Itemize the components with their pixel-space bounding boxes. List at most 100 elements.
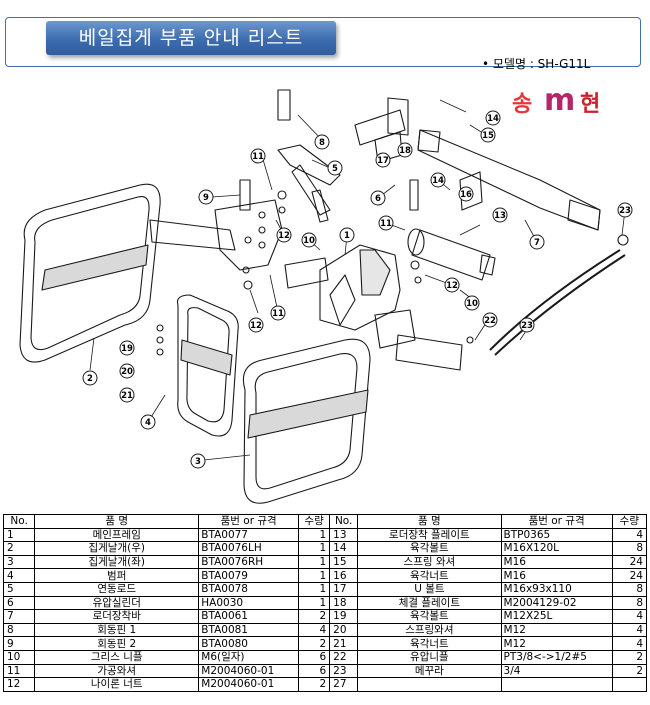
column-header: 품 명: [357, 514, 502, 529]
callout-11c: 11: [378, 215, 394, 231]
svg-text:12: 12: [278, 231, 290, 241]
part-no-cell: 6: [2, 595, 36, 611]
part-name-cell: 회동핀 1: [34, 622, 200, 638]
part-code-cell: BTA0077: [198, 527, 299, 543]
part-no-cell: 14: [329, 541, 359, 556]
logo-char-2: m: [544, 83, 576, 118]
svg-text:7: 7: [534, 238, 540, 248]
part-qty-cell: 1: [297, 595, 331, 611]
svg-text:9: 9: [203, 193, 209, 203]
part-code-cell: PT3/8<->1/2#5: [500, 649, 613, 665]
part-qty-cell: 4: [611, 636, 648, 651]
part-code-cell: BTA0079: [198, 568, 299, 583]
part-code-cell: M2004129-02: [500, 595, 613, 611]
svg-text:12: 12: [250, 321, 262, 331]
svg-text:22: 22: [484, 316, 496, 326]
callout-3: 3: [190, 453, 206, 469]
pins-drawing: [239, 89, 419, 211]
part-name-cell: 메꾸라: [357, 663, 502, 679]
part-name-cell: 유압니플: [357, 649, 502, 665]
part-no-cell: 11: [2, 663, 36, 679]
link-rod-drawing: [277, 144, 341, 223]
part-no-cell: 4: [2, 568, 36, 583]
part-name-cell: 육각너트: [357, 636, 502, 651]
svg-text:15: 15: [482, 131, 494, 141]
part-no-cell: 1: [2, 527, 36, 543]
part-no-cell: 3: [2, 554, 36, 570]
part-code-cell: BTA0076LH: [198, 541, 299, 556]
model-name: • 모델명 : SH-G11L: [482, 57, 591, 71]
callout-12c: 12: [444, 277, 460, 293]
svg-text:17: 17: [377, 156, 389, 166]
svg-text:10: 10: [466, 299, 478, 309]
callout-8: 8: [314, 134, 330, 150]
part-name-cell: 그리스 니플: [34, 649, 200, 665]
callout-6: 6: [370, 190, 386, 206]
part-name-cell: 로더장착 플레이트: [357, 527, 502, 543]
column-header: No.: [2, 514, 36, 529]
part-name-cell: 스프링와셔: [357, 622, 502, 638]
part-no-cell: 15: [329, 554, 359, 570]
callout-10a: 10: [301, 232, 317, 248]
part-qty-cell: 8: [611, 541, 648, 556]
part-name-cell: 연동로드: [34, 581, 200, 597]
part-code-cell: M12: [500, 622, 613, 638]
pivot-plate-drawing: [214, 199, 283, 271]
callout-14a: 14: [485, 110, 501, 126]
part-qty-cell: 8: [611, 581, 648, 597]
part-no-cell: 10: [2, 649, 36, 665]
part-code-cell: M16: [500, 554, 613, 570]
part-qty-cell: 4: [611, 609, 648, 624]
part-qty-cell: 6: [297, 649, 331, 665]
part-qty-cell: 4: [611, 527, 648, 543]
part-qty-cell: [611, 677, 648, 692]
column-header: 수량: [611, 514, 648, 529]
logo-char-1: 송: [512, 92, 533, 117]
part-no-cell: 9: [2, 636, 36, 651]
callout-13: 13: [492, 207, 508, 223]
svg-text:10: 10: [303, 236, 315, 246]
callout-16: 16: [458, 186, 474, 202]
part-code-cell: M16X120L: [500, 541, 613, 556]
callout-19: 19: [119, 340, 135, 356]
svg-text:4: 4: [145, 418, 151, 428]
fasteners-drawing: [156, 190, 474, 356]
callout-15: 15: [480, 127, 496, 143]
part-no-cell: 22: [329, 649, 359, 665]
column-header: 품번 or 규격: [198, 514, 299, 529]
part-qty-cell: 4: [297, 622, 331, 638]
part-qty-cell: 2: [297, 636, 331, 651]
callout-12a: 12: [276, 227, 292, 243]
part-qty-cell: 6: [297, 663, 331, 679]
part-qty-cell: 1: [297, 568, 331, 583]
part-code-cell: HA0030: [198, 595, 299, 611]
part-name-cell: 회동핀 2: [34, 636, 200, 651]
part-code-cell: M6(일자): [198, 649, 299, 665]
svg-text:14: 14: [487, 114, 499, 124]
svg-text:11: 11: [252, 152, 264, 162]
part-code-cell: M16x93x110: [500, 581, 613, 597]
logo-char-3: 현: [580, 92, 601, 117]
part-code-cell: M2004060-01: [198, 663, 299, 679]
part-qty-cell: 1: [297, 554, 331, 570]
part-qty-cell: 1: [297, 541, 331, 556]
part-code-cell: BTA0080: [198, 636, 299, 651]
part-code-cell: M12: [500, 636, 613, 651]
part-qty-cell: 2: [297, 677, 331, 692]
svg-text:23: 23: [619, 206, 631, 216]
part-name-cell: [357, 677, 502, 692]
part-qty-cell: 2: [297, 609, 331, 624]
page-title: 베일집게 부품 안내 리스트: [46, 21, 336, 55]
header-box: 베일집게 부품 안내 리스트 • 모델명 : SH-G11L: [5, 17, 641, 71]
part-code-cell: 3/4: [500, 663, 613, 679]
wing-frame-right-drawing: [19, 183, 236, 363]
callout-23a: 23: [519, 317, 535, 333]
